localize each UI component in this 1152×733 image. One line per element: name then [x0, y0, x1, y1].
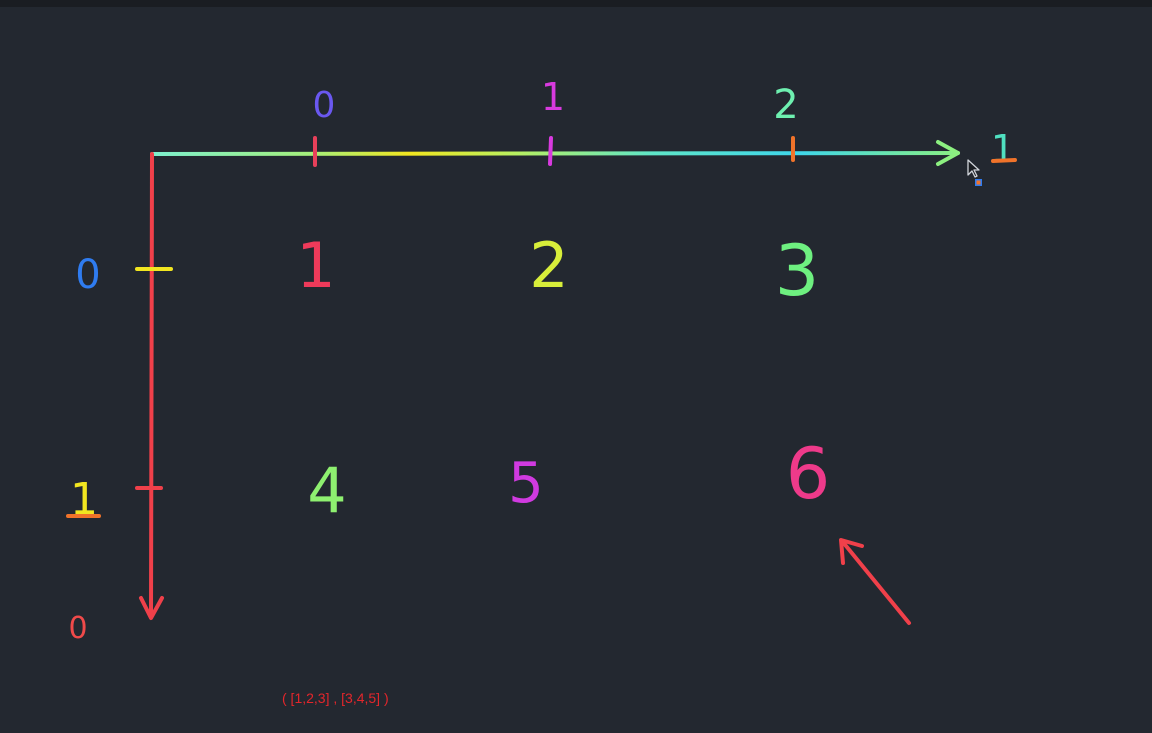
row-axis-labels: 0 1 0: [66, 252, 101, 646]
row-index-0: 0: [75, 252, 100, 298]
row-axis-arrowhead: [139, 596, 164, 620]
row-axis-end-label: 0: [68, 611, 87, 646]
cell-0-2: 3: [775, 230, 820, 312]
cell-0-1: 2: [529, 229, 568, 302]
row-axis: [135, 152, 173, 620]
column-axis-tick-1: [548, 136, 553, 166]
window-top-bar: [0, 0, 1152, 7]
column-index-2: 2: [773, 82, 798, 128]
array-caption: ( [1,2,3] , [3,4,5] ): [282, 690, 389, 706]
column-axis-end-underline: [991, 158, 1017, 163]
cell-1-1: 5: [508, 451, 544, 516]
column-index-1: 1: [541, 75, 565, 119]
column-index-0: 0: [313, 85, 336, 126]
grid-values: 1 2 3 4 5 6: [296, 229, 830, 527]
mouse-pointer-icon: [966, 158, 988, 193]
column-axis-arrowhead: [936, 140, 960, 166]
highlight-arrow: [839, 538, 911, 625]
column-axis-labels: 0 1 2 1: [313, 75, 1017, 171]
cell-1-0: 4: [307, 454, 346, 527]
column-axis-end-label: 1: [991, 127, 1015, 171]
highlight-arrow-head: [839, 538, 864, 565]
column-axis-line: [150, 151, 960, 156]
cell-0-0: 1: [296, 229, 335, 302]
column-axis: [150, 136, 960, 167]
row-axis-line: [149, 152, 154, 618]
cell-1-2: 6: [786, 433, 831, 515]
highlight-arrow-shaft: [840, 539, 911, 625]
